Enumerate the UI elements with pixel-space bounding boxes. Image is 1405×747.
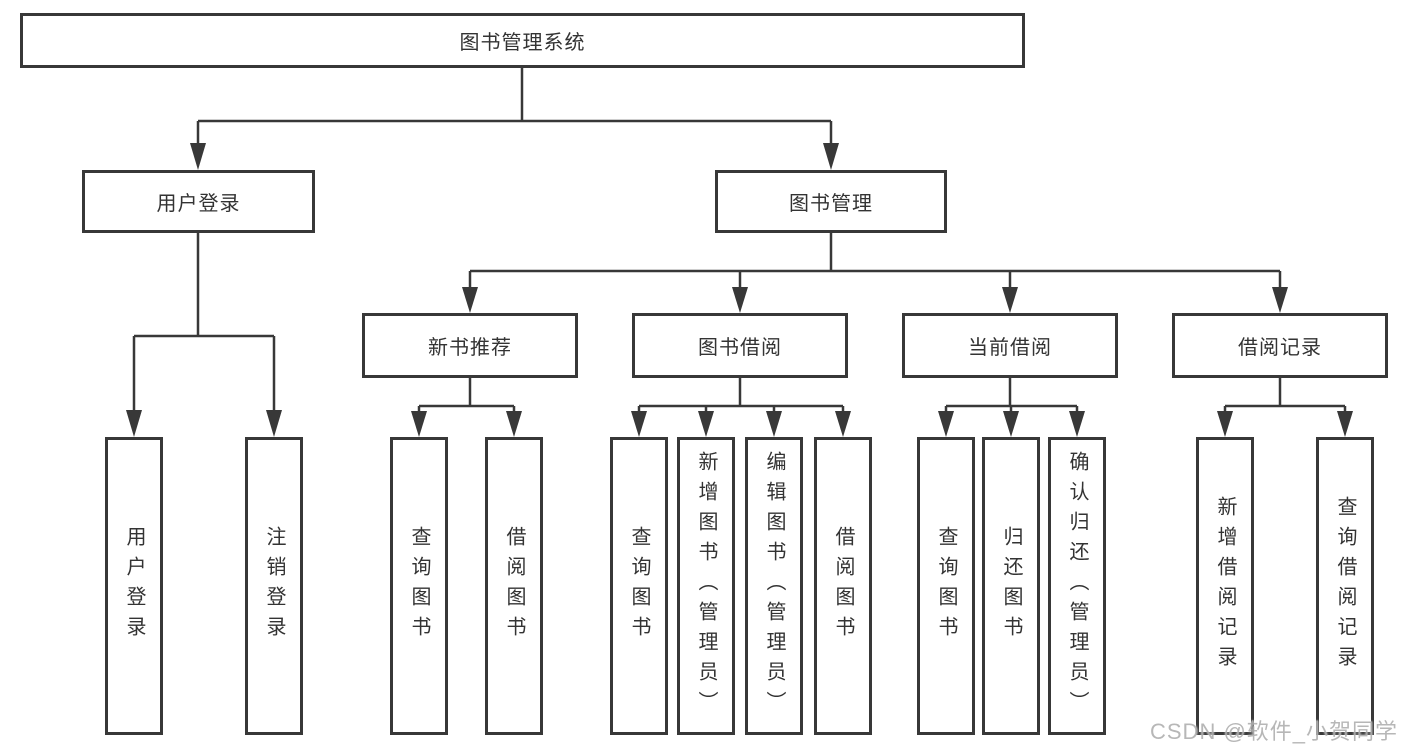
csdn-watermark: CSDN @软件_小贺同学 — [1150, 719, 1399, 744]
node-label: 新增图书（管理员） — [695, 451, 717, 721]
node-leaf-query-books: 查询图书 — [390, 437, 448, 735]
node-label: 查询借阅记录 — [1334, 496, 1356, 676]
node-label: 用户登录 — [156, 193, 241, 215]
node-book-borrowing: 图书借阅 — [632, 313, 848, 378]
node-leaf-confirm-return-admin: 确认归还（管理员） — [1048, 437, 1106, 735]
node-label: 用户登录 — [123, 526, 145, 646]
node-leaf-add-books-admin: 新增图书（管理员） — [677, 437, 735, 735]
node-label: 图书借阅 — [698, 337, 782, 359]
node-label: 查询图书 — [408, 526, 430, 646]
node-leaf-query-books: 查询图书 — [610, 437, 668, 735]
node-label: 编辑图书（管理员） — [763, 451, 785, 721]
node-leaf-borrow-books: 借阅图书 — [814, 437, 872, 735]
node-library-management-system: 图书管理系统 — [20, 13, 1025, 68]
node-current-borrowing: 当前借阅 — [902, 313, 1118, 378]
node-label: 查询图书 — [935, 526, 957, 646]
node-label: 图书管理 — [789, 193, 873, 215]
node-leaf-logout: 注销登录 — [245, 437, 303, 735]
node-new-book-recommendation: 新书推荐 — [362, 313, 578, 378]
node-leaf-return-books: 归还图书 — [982, 437, 1040, 735]
node-label: 新书推荐 — [428, 337, 512, 359]
node-leaf-query-books: 查询图书 — [917, 437, 975, 735]
node-label: 图书管理系统 — [459, 32, 586, 54]
node-label: 借阅记录 — [1238, 337, 1322, 359]
node-label: 新增借阅记录 — [1214, 496, 1236, 676]
node-label: 借阅图书 — [832, 526, 854, 646]
node-label: 借阅图书 — [503, 526, 525, 646]
node-leaf-add-borrow-record: 新增借阅记录 — [1196, 437, 1254, 735]
node-book-management: 图书管理 — [715, 170, 947, 233]
node-label: 确认归还（管理员） — [1066, 451, 1088, 721]
node-label: 注销登录 — [263, 526, 285, 646]
node-user-login: 用户登录 — [82, 170, 315, 233]
node-leaf-user-login: 用户登录 — [105, 437, 163, 735]
node-label: 归还图书 — [1000, 526, 1022, 646]
node-borrowing-records: 借阅记录 — [1172, 313, 1388, 378]
node-leaf-query-borrow-record: 查询借阅记录 — [1316, 437, 1374, 735]
node-leaf-borrow-books: 借阅图书 — [485, 437, 543, 735]
node-label: 当前借阅 — [968, 337, 1052, 359]
node-label: 查询图书 — [628, 526, 650, 646]
node-leaf-edit-books-admin: 编辑图书（管理员） — [745, 437, 803, 735]
